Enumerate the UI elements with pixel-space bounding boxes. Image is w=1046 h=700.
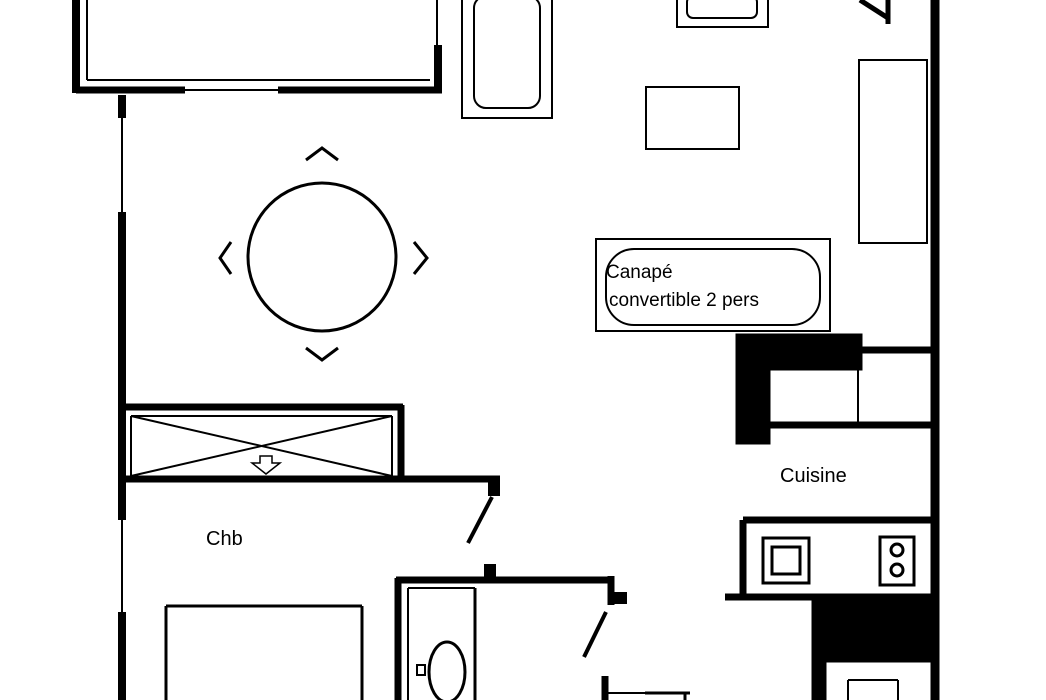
kitchen-sink — [761, 536, 811, 585]
sofa-bed: Canapé convertible 2 pers — [595, 238, 831, 332]
chair-right — [412, 241, 429, 275]
sofa-label-line2: convertible 2 pers — [609, 290, 759, 311]
down-arrow-icon — [249, 455, 283, 475]
bedroom-door-leaf — [466, 496, 494, 544]
bedroom-wardrobe — [122, 403, 500, 496]
kitchen-label: Cuisine — [780, 465, 847, 487]
top-sink — [676, 0, 769, 28]
kitchen-upper-units — [735, 333, 935, 445]
kitchen-lower-units — [811, 599, 935, 700]
top-left-room — [72, 0, 442, 94]
chair-left — [218, 241, 233, 275]
chair-bottom — [305, 346, 339, 362]
sofa-label-line1: Canapé — [606, 262, 673, 283]
bedroom-label: Chb — [206, 528, 243, 550]
chair-top — [305, 146, 339, 162]
dining-table — [218, 146, 429, 362]
bottom-bathroom — [394, 564, 690, 700]
kitchen-counter — [725, 516, 935, 601]
bed — [164, 604, 364, 700]
right-wardrobe — [858, 59, 928, 244]
coffee-table — [645, 86, 740, 150]
toilet-bowl — [427, 640, 467, 700]
bathroom-door-leaf — [582, 611, 608, 658]
top-right-door — [858, 0, 891, 24]
cooktop — [878, 535, 916, 587]
bathtub — [461, 0, 553, 119]
